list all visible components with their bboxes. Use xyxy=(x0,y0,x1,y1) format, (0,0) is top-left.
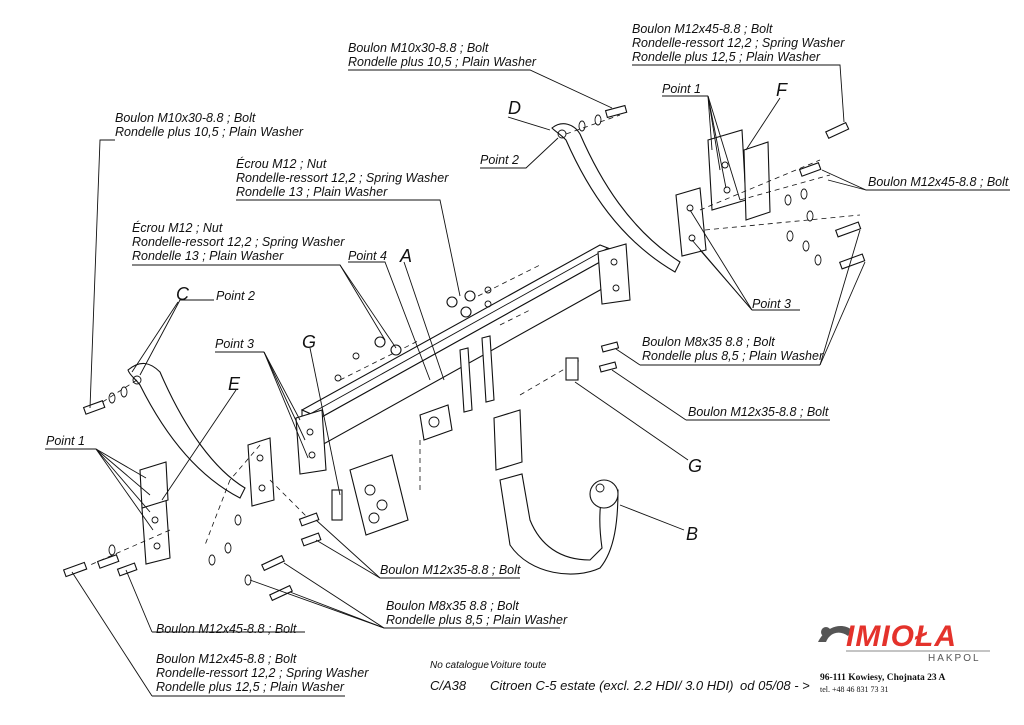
label-washer-125-bottom: Rondelle plus 12,5 ; Plain Washer xyxy=(156,680,345,694)
label-letter-a: A xyxy=(399,246,412,266)
label-bolt-m12x45-top: Boulon M12x45-8.8 ; Bolt xyxy=(632,22,773,36)
label-washer-85-right: Rondelle plus 8,5 ; Plain Washer xyxy=(642,349,824,363)
label-bolt-m8-right: Boulon M8x35 8.8 ; Bolt xyxy=(642,335,775,349)
label-letter-b: B xyxy=(686,524,698,544)
label-washer-125-top: Rondelle plus 12,5 ; Plain Washer xyxy=(632,50,821,64)
brand-phone: tel. +48 46 831 73 31 xyxy=(820,685,889,694)
catalogue-info: No catalogue Voiture toute C/A38 Citroen… xyxy=(430,660,810,693)
brand-sub: HAKPOL xyxy=(928,653,981,664)
label-bolt-m12x35-right: Boulon M12x35-8.8 ; Bolt xyxy=(688,405,829,419)
production-date: od 05/08 - > xyxy=(740,678,810,693)
right-plates-part-f xyxy=(675,129,771,257)
label-bolt-m12x45-bottom: Boulon M12x45-8.8 ; Bolt xyxy=(156,652,297,666)
label-letter-g-left: G xyxy=(302,332,316,352)
label-point4: Point 4 xyxy=(348,249,387,263)
label-spring-12-bottom: Rondelle-ressort 12,2 ; Spring Washer xyxy=(156,666,369,680)
label-nut-m12-upper: Écrou M12 ; Nut xyxy=(236,156,327,171)
label-nut-m12-lower: Écrou M12 ; Nut xyxy=(132,220,223,235)
brand-logo: IMIOŁA HAKPOL 96-111 Kowiesy, Chojnata 2… xyxy=(818,620,990,694)
label-spring-12-upper: Rondelle-ressort 12,2 ; Spring Washer xyxy=(236,171,449,185)
label-point1-left: Point 1 xyxy=(46,434,85,448)
label-point3-right: Point 3 xyxy=(752,297,791,311)
label-bolt-m10-top: Boulon M10x30-8.8 ; Bolt xyxy=(348,41,489,55)
brand-name: IMIOŁA xyxy=(846,620,957,653)
label-bolt-m8-center: Boulon M8x35 8.8 ; Bolt xyxy=(386,599,519,613)
label-point2-left: Point 2 xyxy=(216,289,255,303)
vehicle-name: Citroen C-5 estate (excl. 2.2 HDI/ 3.0 H… xyxy=(490,678,733,693)
label-bolt-m12x45-left: Boulon M12x45-8.8 ; Bolt xyxy=(156,622,297,636)
label-spring-12-lower: Rondelle-ressort 12,2 ; Spring Washer xyxy=(132,235,345,249)
label-point2-right: Point 2 xyxy=(480,153,519,167)
no-catalogue-label: No catalogue xyxy=(430,660,489,671)
label-letter-d: D xyxy=(508,98,521,118)
label-letter-e: E xyxy=(228,374,241,394)
label-bolt-m12x45-right: Boulon M12x45-8.8 ; Bolt xyxy=(868,175,1009,189)
label-washer-13-upper: Rondelle 13 ; Plain Washer xyxy=(236,185,388,199)
socket-plate xyxy=(349,454,409,536)
vehicle-label: Voiture toute xyxy=(490,660,547,671)
left-side-arm-part-c xyxy=(127,362,246,499)
label-washer-13-lower: Rondelle 13 ; Plain Washer xyxy=(132,249,284,263)
ball-neck-part-b xyxy=(493,409,619,575)
label-bolt-m10-left: Boulon M10x30-8.8 ; Bolt xyxy=(115,111,256,125)
label-washer-85-center: Rondelle plus 8,5 ; Plain Washer xyxy=(386,613,568,627)
leader-lines xyxy=(45,64,1010,697)
hook-icon xyxy=(818,626,852,642)
label-letter-g-right: G xyxy=(688,456,702,476)
fasteners xyxy=(62,104,866,602)
label-point1-right: Point 1 xyxy=(662,82,701,96)
brand-address: 96-111 Kowiesy, Chojnata 23 A xyxy=(820,673,945,683)
label-washer-10-top: Rondelle plus 10,5 ; Plain Washer xyxy=(348,55,537,69)
label-spring-12-top: Rondelle-ressort 12,2 ; Spring Washer xyxy=(632,36,845,50)
label-point3-left: Point 3 xyxy=(215,337,254,351)
part-labels: Boulon M10x30-8.8 ; Bolt Rondelle plus 1… xyxy=(46,22,1009,694)
label-letter-f: F xyxy=(776,80,788,100)
label-letter-c: C xyxy=(176,284,190,304)
label-washer-10-left: Rondelle plus 10,5 ; Plain Washer xyxy=(115,125,304,139)
left-plates-part-e xyxy=(139,437,275,565)
catalogue-code: C/A38 xyxy=(430,678,467,693)
label-bolt-m12x35-center: Boulon M12x35-8.8 ; Bolt xyxy=(380,563,521,577)
crossbar-part-a xyxy=(295,243,631,475)
